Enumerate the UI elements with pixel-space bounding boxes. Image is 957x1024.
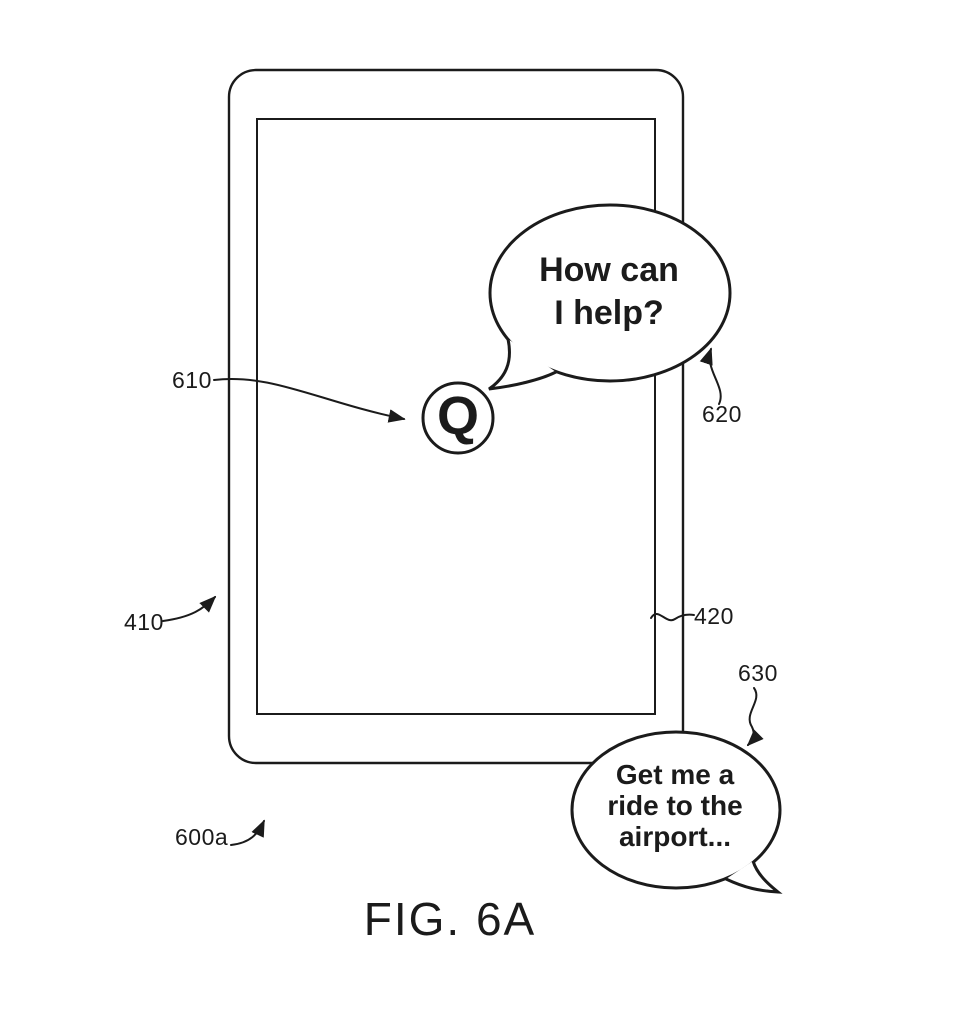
ref-label-420: 420 <box>694 603 734 629</box>
assistant-bubble-line-2: I help? <box>554 294 664 332</box>
leader-arrow-600a <box>230 819 265 846</box>
ref-label-600a: 600a <box>175 824 229 850</box>
assistant-icon-circle <box>421 381 495 455</box>
ref-label-630: 630 <box>738 660 778 686</box>
user-speech-bubble <box>570 730 782 890</box>
assistant-speech-bubble <box>488 203 732 383</box>
user-bubble-line-3: airport... <box>618 821 731 852</box>
ref-label-610: 610 <box>172 367 212 393</box>
leader-arrow-620 <box>699 347 722 405</box>
leader-arrow-410 <box>162 595 217 622</box>
assistant-bubble-line-1: How can <box>539 251 679 289</box>
leader-line-420 <box>650 612 695 622</box>
user-bubble-tail <box>725 860 783 894</box>
assistant-bubble-tail-fill <box>489 339 556 389</box>
user-bubble-line-2: ride to the <box>607 790 743 821</box>
ref-label-620: 620 <box>702 401 742 427</box>
user-bubble-text: Get me a ride to the airport... <box>576 759 774 852</box>
user-bubble-line-1: Get me a <box>615 759 735 790</box>
assistant-bubble-text: How can I help? <box>494 249 724 335</box>
figure-caption: FIG. 6A <box>363 893 537 945</box>
leader-arrow-610 <box>213 378 406 423</box>
ref-label-410: 410 <box>124 609 164 635</box>
leader-arrow-630 <box>746 687 764 747</box>
assistant-bubble-tail <box>488 338 557 391</box>
assistant-q-icon: Q <box>436 386 479 446</box>
